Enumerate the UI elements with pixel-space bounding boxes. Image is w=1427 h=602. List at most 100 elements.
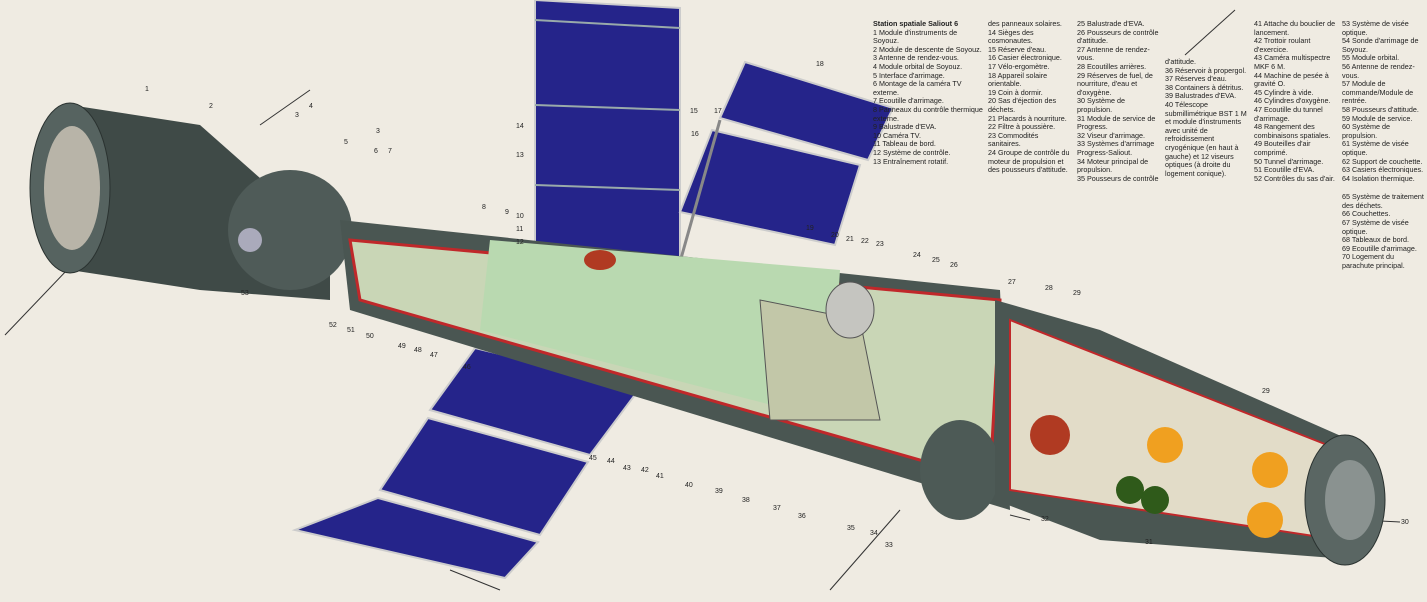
callout-number: 33 [885,542,893,549]
callout-number: 16 [691,131,699,138]
callout-number: 29 [1073,290,1081,297]
callout-number: 9 [505,209,509,216]
legend-item: 40 Télescope submillimétrique BST 1 M et… [1165,99,1247,178]
callout-number: 30 [1401,519,1409,526]
legend-item: 31 Module de service de Progress. [1077,113,1156,132]
legend-item: 46 Cylindres d'oxygène. [1254,96,1331,106]
callout-number: 51 [347,327,355,334]
legend-item: 24 Groupe de contrôle du moteur de propu… [988,147,1070,175]
callout-number: 3 [376,128,380,135]
callout-number: 32 [1041,516,1049,523]
legend-item: 54 Sonde d'arrimage de Soyouz. [1342,36,1419,54]
legend-item: 11 Tableau de bord. [873,139,936,149]
legend-item: 2 Module de descente de Soyouz. [873,44,982,54]
callout-number: 5 [344,139,348,146]
callout-number: 31 [1145,539,1153,546]
legend-column-4: d'attitude. 36 Réservoir à propergol. 37… [1165,57,1250,178]
legend-item: 65 Système de traitement des déchets. [1342,192,1424,210]
callout-number: 6 [374,148,378,155]
legend-title: Station spatiale Saliout 6 [873,19,959,28]
legend-item: 59 Module de service. [1342,113,1413,123]
callout-number: 11 [516,226,524,233]
legend-item: 34 Moteur principal de propulsion. [1077,156,1149,175]
soyuz-spacecraft [29,102,352,300]
callout-number: 34 [870,530,878,537]
legend-item: 62 Support de couchette. [1342,156,1423,166]
legend-item: 39 Balustrades d'EVA. [1165,91,1237,101]
progress-spacecraft [995,300,1386,566]
legend-item: 44 Machine de pesée à gravité O. [1254,70,1329,89]
legend-item: des panneaux solaires. [988,19,1062,28]
legend-column-1: Station spatiale Saliout 6 1 Module d'in… [873,19,983,166]
legend-item: 52 Contrôles du sas d'air. [1254,173,1335,183]
callout-number: 26 [950,262,958,269]
callout-number: 42 [641,467,649,474]
callout-number: 15 [690,108,698,115]
solar-panel-left [291,346,642,580]
callout-number: 41 [656,473,664,480]
legend-item: 27 Antenne de rendez-vous. [1077,44,1150,63]
legend-item: 69 Ecoutille d'arrimage. [1342,243,1417,253]
legend-item: 23 Commodités sanitaires. [988,130,1039,149]
legend-item: 14 Sièges des cosmonautes. [988,27,1034,46]
callout-number: 22 [861,238,869,245]
callout-number: 8 [482,204,486,211]
callout-number: 44 [607,458,615,465]
callout-number: 48 [414,347,422,354]
legend-item: 49 Bouteilles d'air comprimé. [1254,139,1311,157]
legend-item: 26 Pousseurs de contrôle d'attitude. [1077,27,1159,46]
legend-item: 48 Rangement des combinaisons spatiales. [1254,122,1331,140]
callout-number: 39 [715,488,723,495]
legend-item: 12 Système de contrôle. [873,147,951,157]
station-body [340,220,1010,520]
legend-item: 30 Système de propulsion. [1077,96,1125,114]
legend-item: 6 Montage de la caméra TV externe. [873,79,962,97]
callout-number: 12 [516,239,524,246]
solar-panel-top [534,0,681,264]
legend-column-7: 65 Système de traitement des déchets. 66… [1342,192,1427,270]
legend-item: 21 Placards à nourriture. [988,113,1067,123]
callout-number: 13 [516,152,524,159]
legend-item: 58 Pousseurs d'attitude. [1342,104,1419,114]
legend-item: 56 Antenne de rendez-vous. [1342,61,1415,80]
legend-item: 1 Module d'instruments de Soyouz. [873,27,958,46]
legend-item: 33 Systèmes d'arrimage Progress-Saliout. [1077,139,1155,157]
legend-item: 36 Réservoir à propergol. [1165,65,1247,75]
legend-item: 57 Module de commande/Module de rentrée. [1342,79,1414,106]
callout-number: 50 [366,333,374,340]
callout-number: 10 [516,213,524,220]
callout-number: 35 [847,525,855,532]
legend-item: 61 Système de visée optique. [1342,139,1409,157]
legend-item: 17 Vélo-ergomètre. [988,61,1050,71]
callout-number: 49 [398,343,406,350]
callout-number: 52 [329,322,337,329]
legend-item: 53 Système de visée optique. [1342,19,1409,37]
legend-item: 51 Ecoutille d'EVA. [1254,165,1315,175]
legend-column-6: 53 Système de visée optique. 54 Sonde d'… [1342,19,1427,271]
legend-item: 38 Containers à détritus. [1165,82,1244,92]
callout-number: 19 [806,225,814,232]
callout-number: 45 [589,455,597,462]
callout-number: 14 [516,123,524,130]
callout-number: 47 [430,352,438,359]
legend-item: 20 Sas d'éjection des déchets. [988,96,1057,114]
legend-item: 66 Couchettes. [1342,209,1391,219]
callout-number: 27 [1008,279,1016,286]
legend-item: 32 Viseur d'arrimage. [1077,130,1145,140]
callout-number: 46 [463,364,471,371]
legend-item: 28 Ecoutilles arrières. [1077,61,1147,71]
legend-item: 37 Réserves d'eau. [1165,74,1227,84]
legend-item: 41 Attache du bouclier de lancement. [1254,19,1336,37]
callout-number: 4 [309,103,313,110]
callout-number: 1 [145,86,149,93]
legend-item: 63 Casiers électroniques. [1342,165,1424,175]
legend-column-2: des panneaux solaires. 14 Sièges des cos… [988,19,1073,175]
callout-number: 3 [295,112,299,119]
callout-number: 53 [241,290,249,297]
callout-number: 20 [831,232,839,239]
legend-item: 67 Système de visée optique. [1342,218,1409,236]
legend-item: 8 Panneaux du contrôle thermique externe… [873,104,983,123]
legend-item: 15 Réserve d'eau. [988,44,1047,54]
legend-item: 47 Ecoutille du tunnel d'arrimage. [1254,104,1323,123]
callout-number: 24 [913,252,921,259]
